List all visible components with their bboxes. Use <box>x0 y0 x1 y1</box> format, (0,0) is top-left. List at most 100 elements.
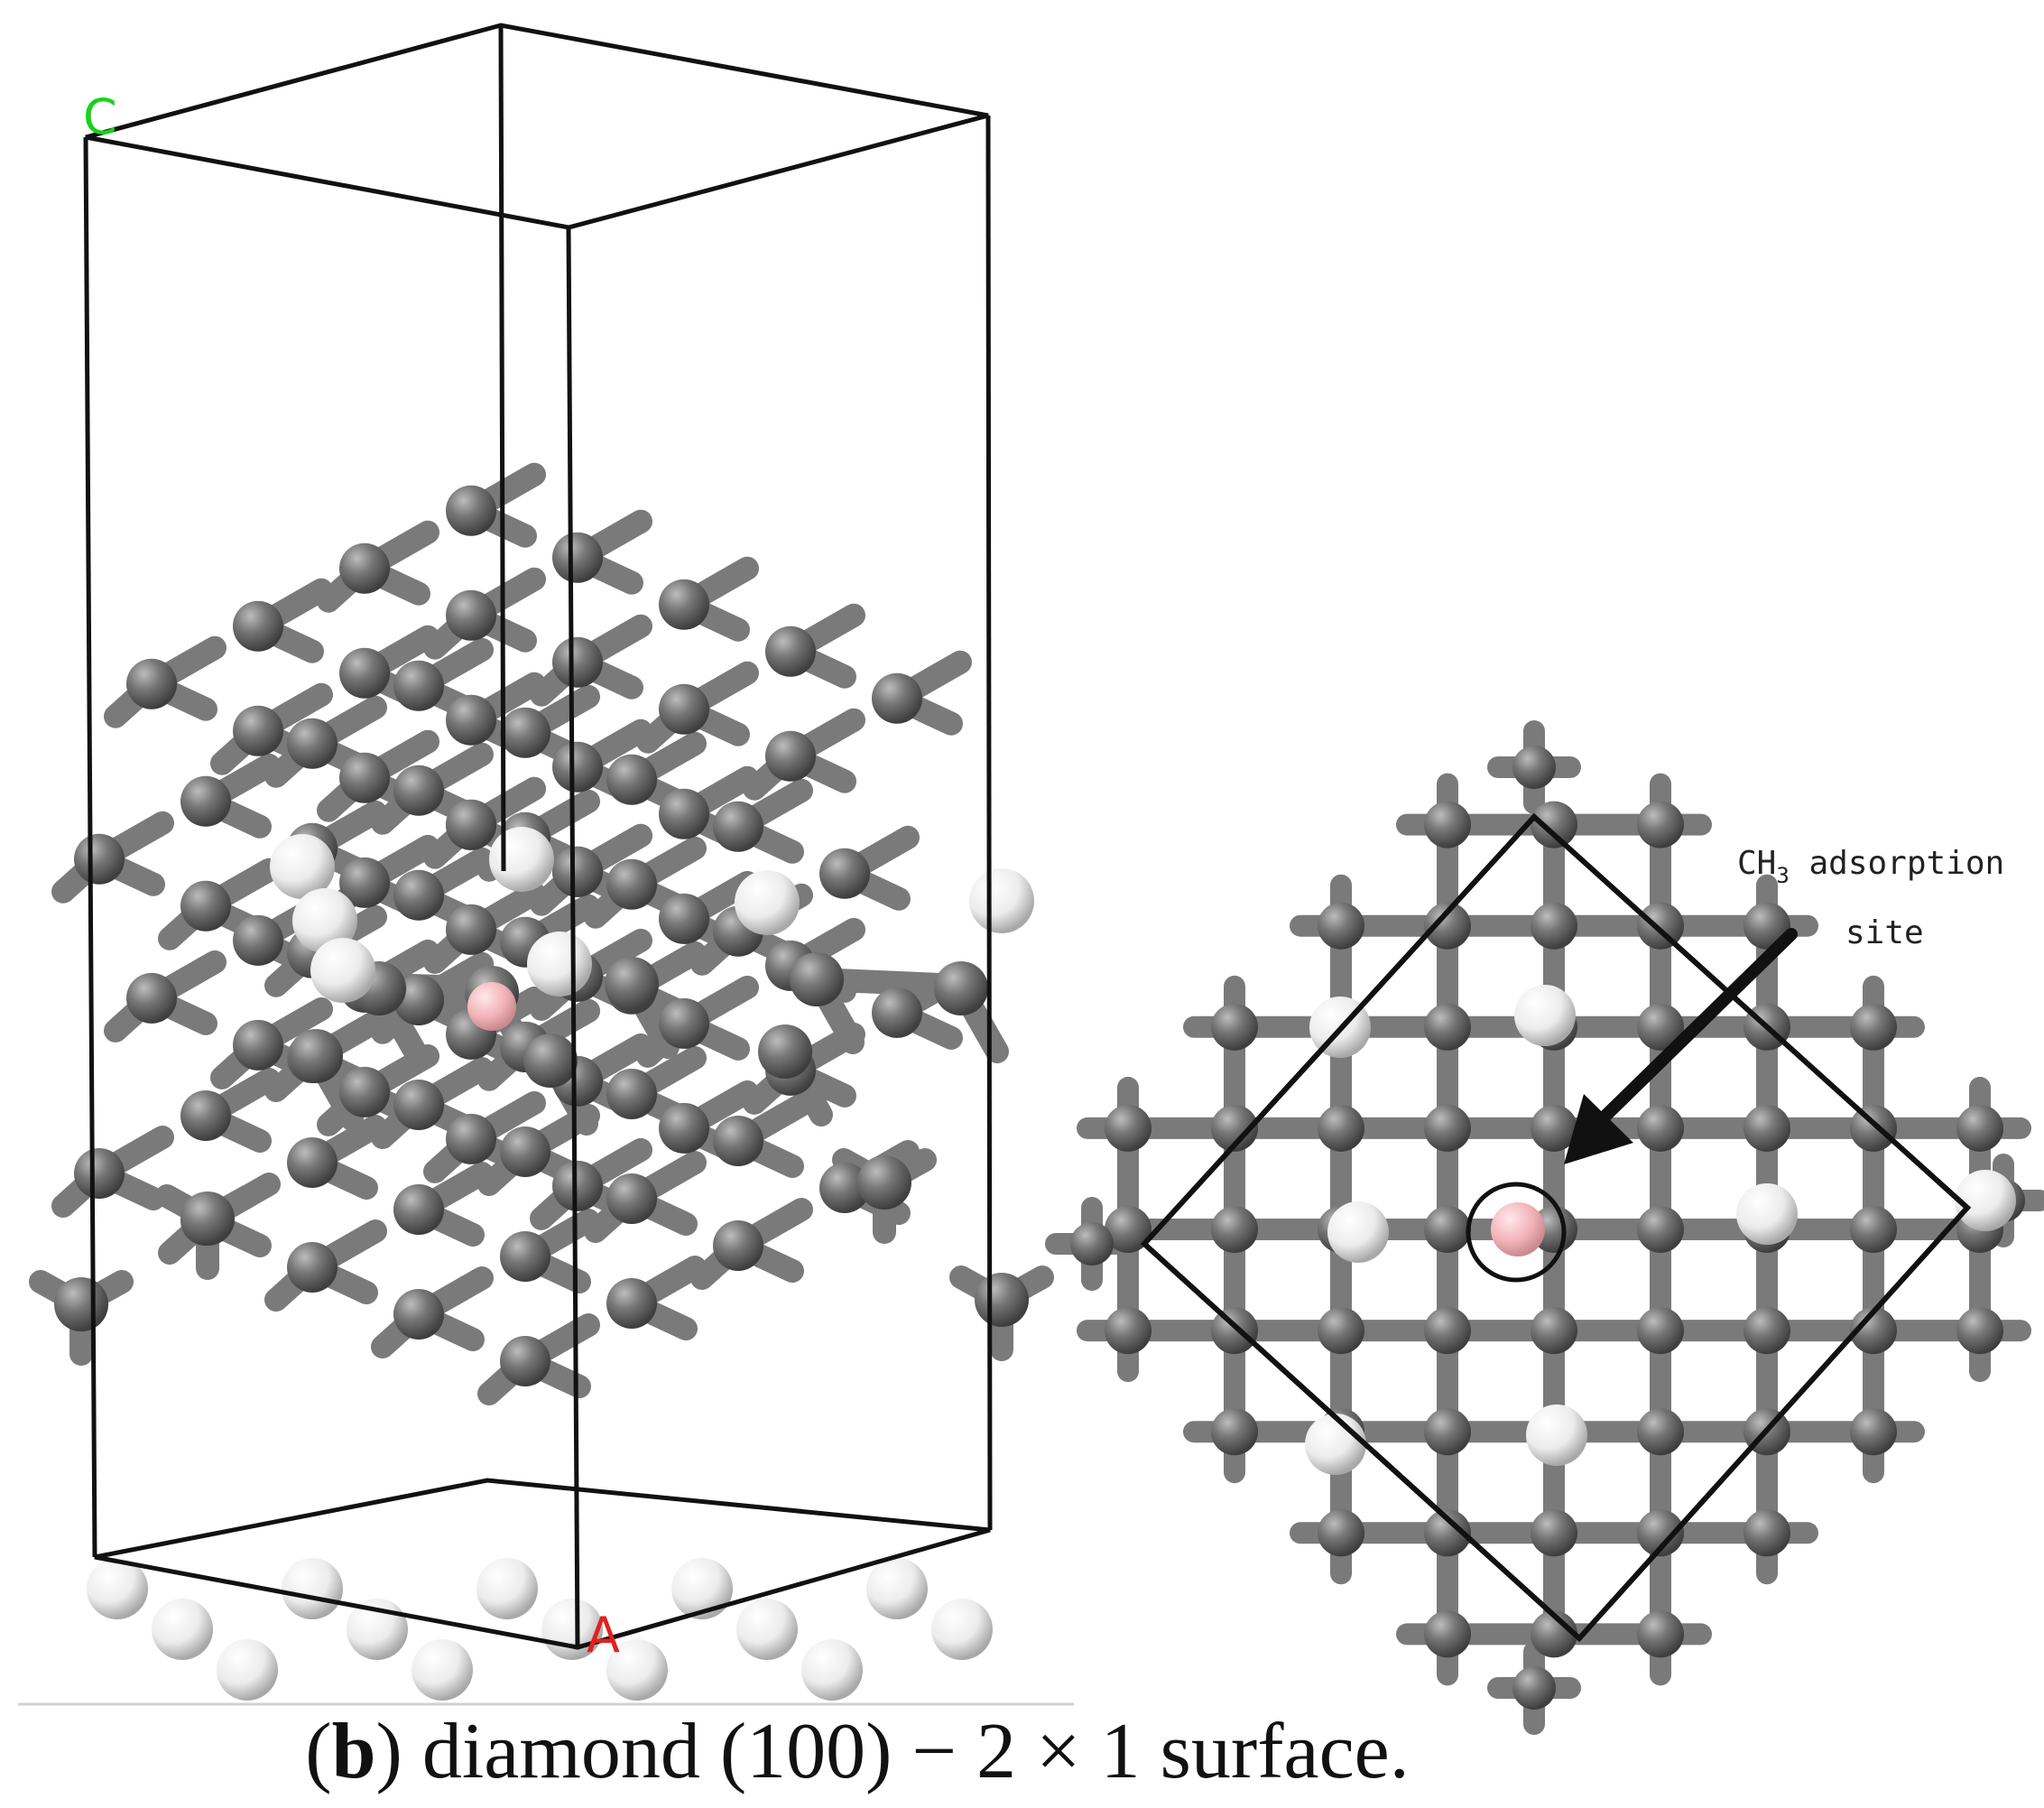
carbon-atom <box>1637 1509 1684 1557</box>
carbon-atom <box>819 1163 870 1213</box>
figure-caption: (b) diamond (100) − 2 × 1 surface. <box>305 1708 1410 1795</box>
carbon-atom <box>1424 902 1471 950</box>
carbon-atom <box>1637 1003 1684 1051</box>
carbon-atom <box>393 869 444 921</box>
carbon-atom <box>1424 1307 1471 1355</box>
carbon-atom <box>500 1231 550 1282</box>
carbon-atom <box>765 626 816 677</box>
carbon-atom <box>1850 1003 1897 1051</box>
hydrogen-atom <box>270 834 335 899</box>
bottom-hydrogen-atom <box>671 1558 733 1619</box>
bottom-hydrogen-atom <box>152 1599 213 1660</box>
axis-label-a: A <box>587 1607 620 1664</box>
carbon-atom <box>393 660 444 711</box>
carbon-atom <box>289 1029 343 1083</box>
hydrogen-atom <box>1955 1170 2016 1231</box>
carbon-atom <box>552 741 603 793</box>
carbon-atom <box>1637 1307 1684 1355</box>
carbon-atom <box>872 987 922 1038</box>
bottom-hydrogen-atom <box>476 1558 538 1619</box>
carbon-atom <box>446 799 496 850</box>
carbon-atom <box>1850 1206 1897 1253</box>
carbon-atom <box>180 880 231 932</box>
carbon-atom <box>1743 1104 1790 1152</box>
carbon-atom <box>552 532 603 583</box>
carbon-atom <box>287 718 338 769</box>
carbon-atom <box>1531 1509 1577 1557</box>
carbon-atom <box>765 730 816 782</box>
carbon-atom <box>500 1336 550 1386</box>
carbon-atom <box>872 672 922 724</box>
bottom-hydrogen-atom <box>736 1599 798 1660</box>
annotation-text-line2: site <box>1845 914 1924 951</box>
unit-cell-edge-right <box>985 115 993 1531</box>
unit-cell-edge-left <box>83 136 97 1558</box>
carbon-atom <box>1531 1104 1577 1152</box>
carbon-atom <box>180 1090 231 1141</box>
carbon-atom <box>393 1289 444 1340</box>
carbon-atom <box>500 1127 550 1177</box>
carbon-atom <box>1850 1307 1897 1355</box>
top-view-cell-outline <box>1140 812 1972 1643</box>
carbon-atom <box>1424 1610 1471 1658</box>
axis-label-c: C <box>83 88 117 145</box>
bottom-hydrogen-atom <box>606 1639 668 1701</box>
carbon-atom <box>1531 801 1577 848</box>
carbon-atom <box>606 754 657 805</box>
carbon-atom <box>1531 1307 1577 1355</box>
annotation-rest: adsorption <box>1790 845 2004 882</box>
carbon-atom <box>1637 1104 1684 1152</box>
right-panel-slab-top-view: CH3 adsorption site <box>1045 720 2044 1735</box>
carbon-atom <box>1637 801 1684 848</box>
carbon-atom <box>1211 1104 1258 1152</box>
carbon-atom <box>339 647 390 699</box>
right-atoms <box>1070 746 2025 1710</box>
carbon-atom <box>393 1080 444 1130</box>
carbon-atom <box>934 961 988 1015</box>
unit-cell-box <box>83 23 993 1650</box>
carbon-atom <box>1637 1610 1684 1658</box>
unit-cell-edge-back <box>498 24 506 872</box>
carbon-atom <box>1211 1003 1258 1051</box>
carbon-atom <box>552 1160 603 1211</box>
unit-cell-edge-front <box>566 227 580 1648</box>
carbon-atom <box>446 589 496 641</box>
carbon-atom <box>1956 1104 2003 1152</box>
carbon-atom <box>339 752 390 803</box>
carbon-atom <box>758 1025 812 1079</box>
carbon-atom <box>1637 1206 1684 1253</box>
caption-text: diamond (100) − 2 × 1 surface. <box>402 1708 1410 1795</box>
carbon-atom <box>659 579 709 630</box>
hydrogen-atom <box>527 932 592 997</box>
carbon-atom <box>287 1137 338 1188</box>
carbon-atom <box>606 858 657 910</box>
adsorption-site-atom <box>1491 1202 1545 1256</box>
carbon-atom <box>54 1277 108 1331</box>
carbon-atom <box>1637 902 1684 950</box>
carbon-atom <box>1318 1104 1364 1152</box>
bottom-hydrogen-atom <box>87 1558 148 1619</box>
carbon-atom <box>552 636 603 688</box>
carbon-atom <box>1531 902 1577 950</box>
bottom-hydrogen-atom <box>412 1639 473 1701</box>
carbon-atom <box>1424 1509 1471 1557</box>
carbon-atom <box>339 1066 390 1117</box>
carbon-atom <box>605 957 659 1011</box>
carbon-atom <box>180 775 231 827</box>
hydrogen-atom <box>969 868 1034 933</box>
carbon-atom <box>1512 746 1556 789</box>
carbon-atom <box>1070 1222 1114 1266</box>
hydrogen-atom <box>1526 1405 1587 1466</box>
carbon-atom <box>1956 1307 2003 1355</box>
carbon-atom <box>339 857 390 908</box>
carbon-atom <box>1211 1408 1258 1456</box>
carbon-atom <box>1850 1408 1897 1456</box>
carbon-atom <box>659 788 709 839</box>
hydrogen-atom <box>1327 1201 1389 1263</box>
hydrogen-atom <box>292 888 357 953</box>
carbon-atom <box>126 972 177 1024</box>
carbon-atom <box>393 974 444 1025</box>
carbon-atom <box>659 1102 709 1154</box>
left-panel-slab-side-view: C A <box>29 23 1054 1701</box>
